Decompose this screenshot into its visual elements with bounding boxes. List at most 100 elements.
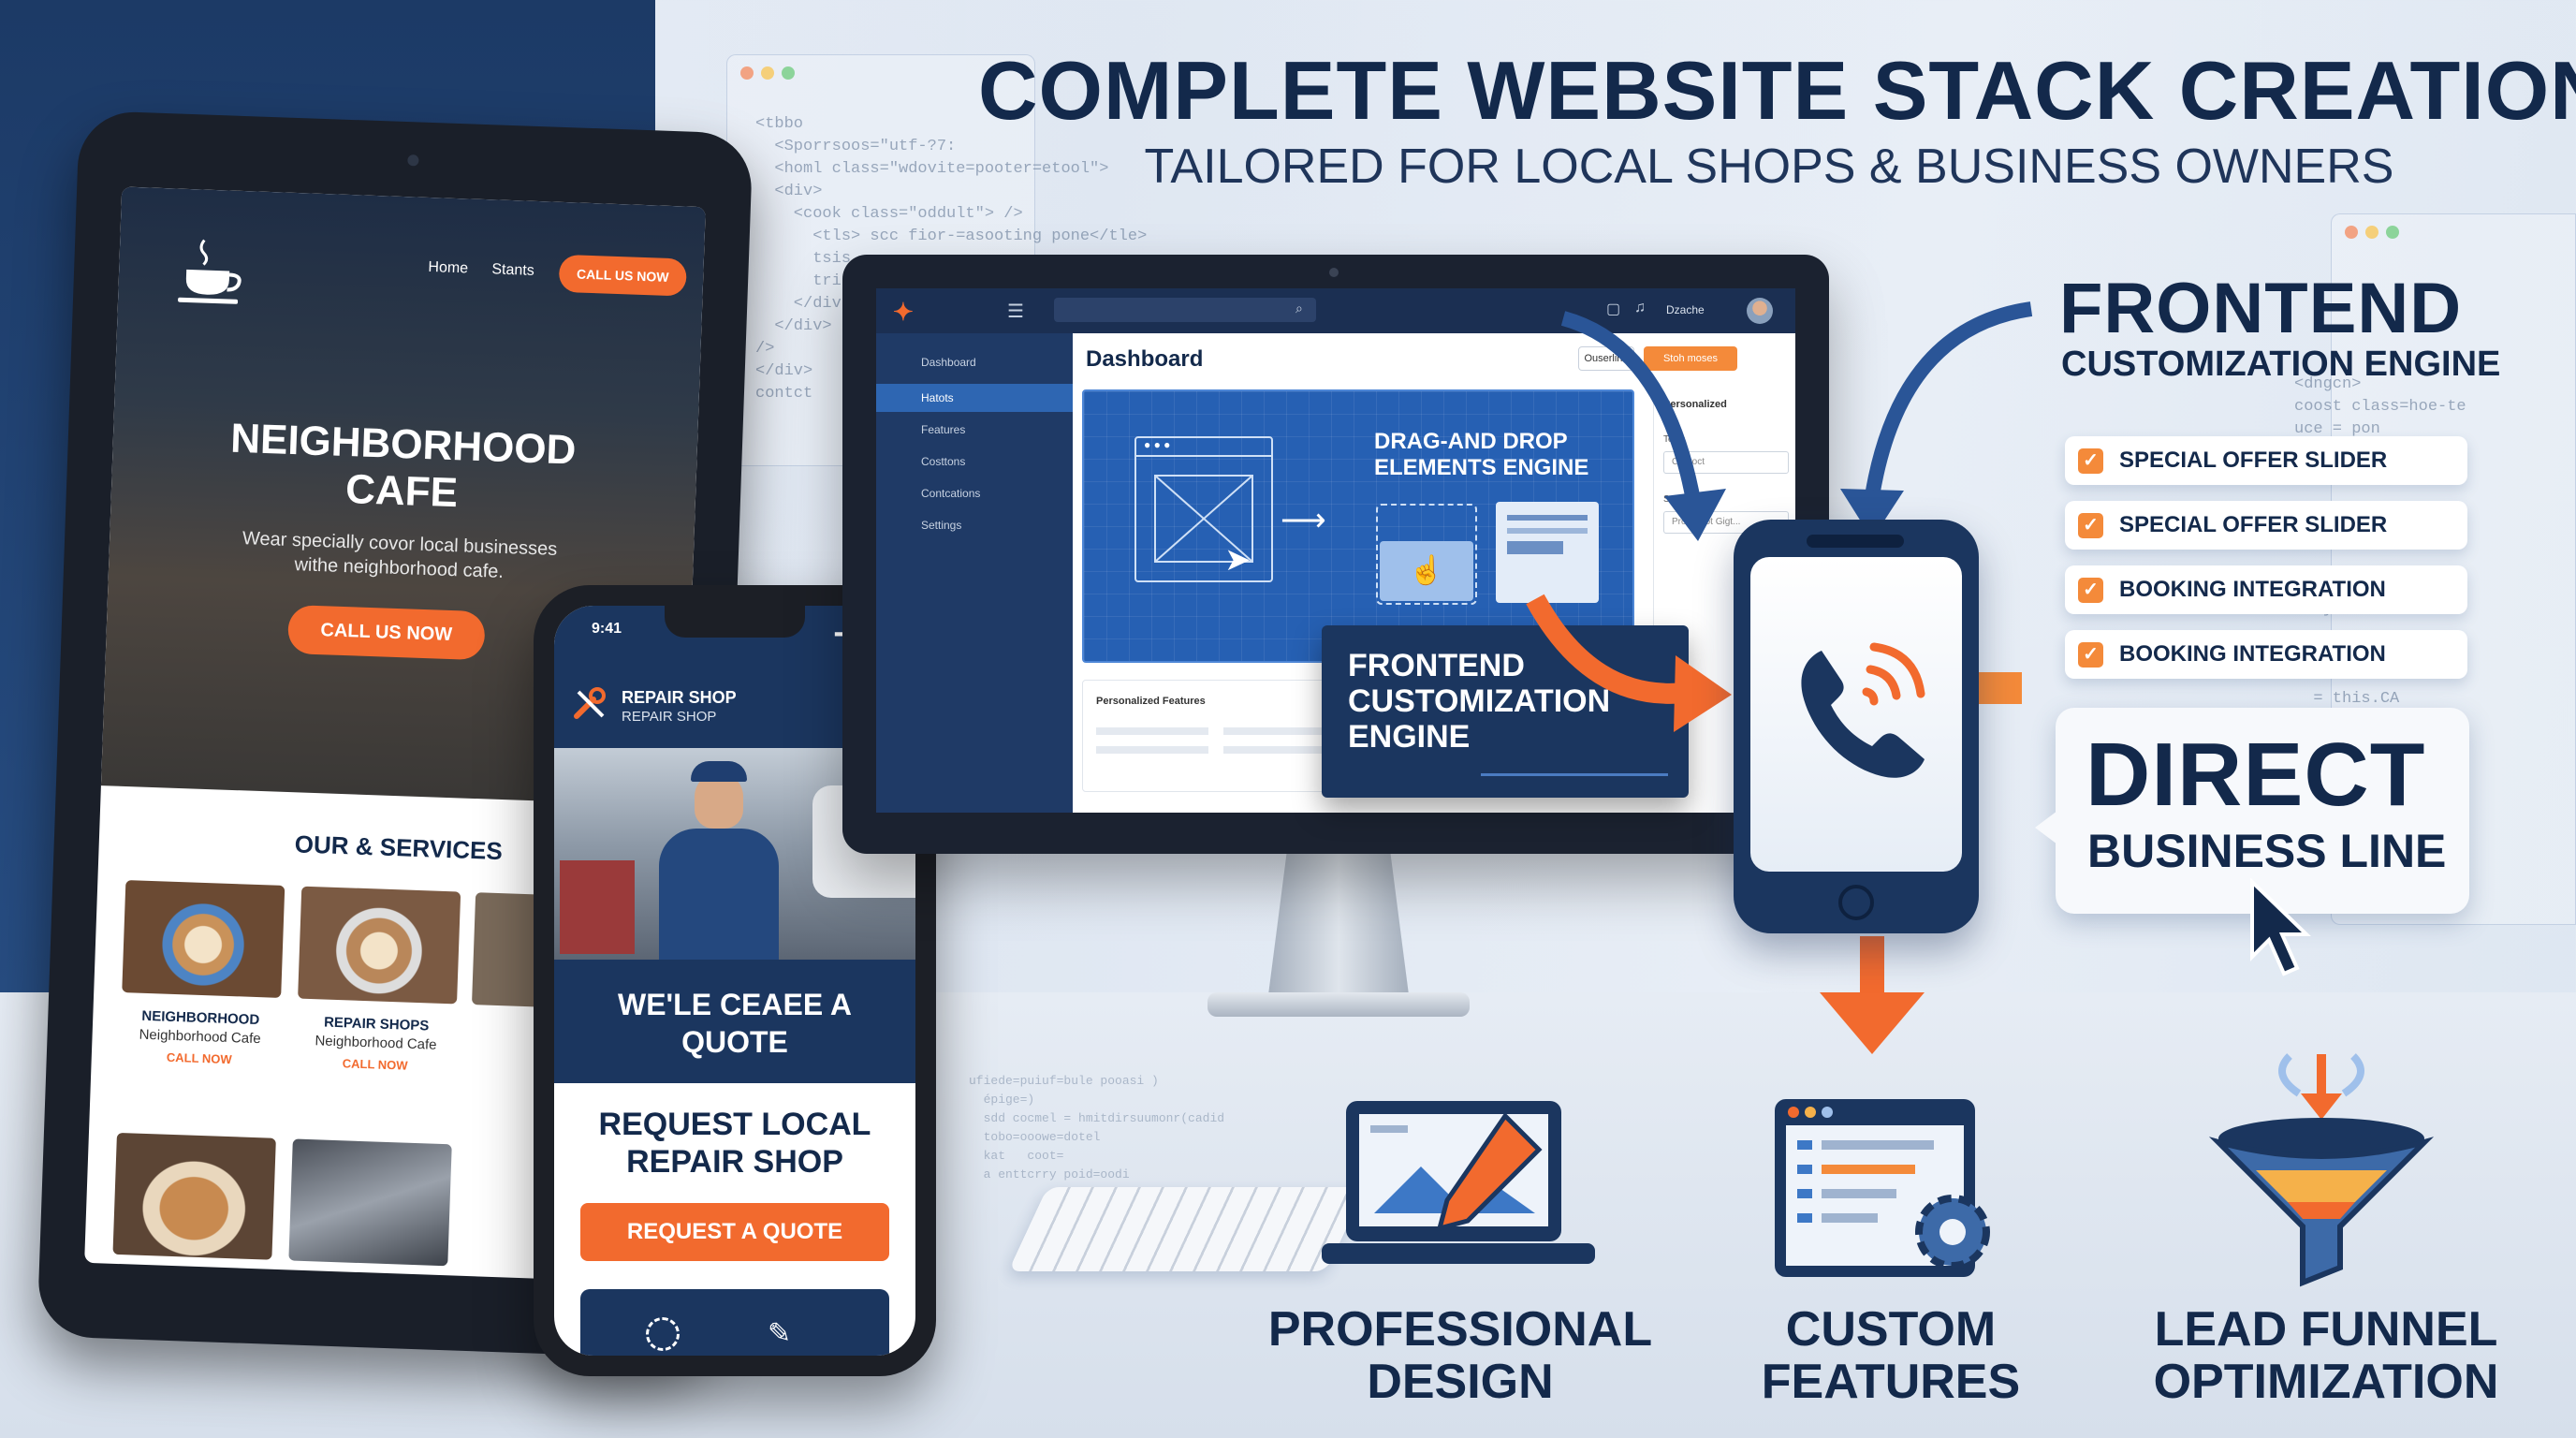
code-snippet-bottom: ufiede=puiuf=bule pooasi ) épige=) sdd c… [969,1074,1225,1181]
features-card-title: Personalized Features [1096,696,1206,707]
request-title-line: REPAIR SHOP [626,1144,843,1180]
feature-check-label: BOOKING INTEGRATION [2119,577,2386,602]
overlay-title-line: CUSTOMIZATION [1348,683,1611,719]
hero-description: Wear specially covor local businesses wi… [165,523,635,588]
tablet-screen: Home Stants CALL US NOW NEIGHBORHOOD CAF… [84,186,706,1284]
request-quote-button[interactable]: REQUEST A QUOTE [580,1203,889,1261]
frontend-overlay-card: FRONTEND CUSTOMIZATION ENGINE [1322,625,1689,798]
feature-label-design: PROFESSIONAL DESIGN [1254,1303,1666,1408]
features-card: Personalized Features [1082,680,1354,792]
bell-icon[interactable]: ♫ [1634,300,1646,315]
page-subtitle: TAILORED FOR LOCAL SHOPS & BUSINESS OWNE… [1144,139,2394,194]
sidebar-item-hatots[interactable]: Hatots [876,384,1073,412]
browser-gear-icon [1775,1099,1990,1277]
frontend-title: FRONTEND [2059,269,2463,348]
frontend-subtitle: CUSTOMIZATION ENGINE [2061,345,2501,384]
menu-icon[interactable]: ☰ [1007,301,1024,322]
wireframe-window: ● ● ● [1134,436,1273,582]
logo-icon: ✦ [893,298,914,326]
avatar[interactable] [1747,298,1773,324]
dashboard-topbar: ✦ ☰ ⌕ ▢ ♫ Dzache [876,288,1795,333]
tools-icon [574,687,606,719]
phone-call-icon [1801,642,1925,778]
primary-button[interactable]: Stoh moses [1644,346,1737,371]
search-icon[interactable]: ⌕ [1295,301,1303,315]
card-subtitle: Neighborhood Cafe [315,1033,437,1053]
pastry-photo [112,1132,276,1260]
drop-target[interactable] [1376,504,1477,605]
feature-check-item[interactable]: ✓SPECIAL OFFER SLIDER [2065,436,2467,485]
feature-check-item[interactable]: ✓ SPECIAL OFFER SLIDER [2065,501,2467,550]
phone-notch [665,606,805,638]
checkbox-checked-icon[interactable]: ✓ [2078,448,2103,474]
chat-icon[interactable]: ▢ [1606,301,1621,317]
hero-call-button[interactable]: CALL US NOW [286,604,486,661]
arrow-icon: ⟶ [1281,503,1326,538]
sidebar-item-contcations[interactable]: Contcations [921,487,981,500]
feature-label-line: CUSTOM [1785,1302,1997,1357]
feature-label-line: FEATURES [1761,1355,2021,1409]
quote-banner-line: WE'LE CEAEE A [618,988,852,1021]
hand-pointer-icon: ☝ [1380,541,1473,601]
brand-tagline: REPAIR SHOP [622,709,717,725]
feature-check-item[interactable]: ✓ BOOKING INTEGRATION [2065,630,2467,679]
feature-label-lead: LEAD FUNNEL OPTIMIZATION [2115,1303,2537,1408]
card-call-link[interactable]: CALL NOW [342,1056,408,1073]
dashboard-search-input[interactable] [1054,298,1316,322]
status-time: 9:41 [592,621,622,637]
direct-title: DIRECT [2086,725,2426,825]
element-block[interactable] [1496,502,1599,603]
laptop-pencil-icon [1322,1101,1595,1264]
dnd-title-line: ELEMENTS ENGINE [1374,455,1589,480]
card-call-link[interactable]: CALL NOW [166,1049,232,1067]
espresso-machine-photo [288,1138,452,1267]
page-title: COMPLETE WEBSITE STACK CREATION [978,44,2576,137]
sidebar-item-settings[interactable]: Settings [921,519,962,532]
dashboard-sidebar: Dashboard Hatots Features Costtons Contc… [876,333,1073,813]
hero-title: NEIGHBORHOOD CAFE [167,413,637,522]
feature-check-item[interactable]: ✓ BOOKING INTEGRATION [2065,565,2467,614]
monitor-stand [1267,843,1410,1000]
request-title: REQUEST LOCAL REPAIR SHOP [554,1106,915,1181]
quote-banner: WE'LE CEAEE A QUOTE [554,960,915,1083]
business-line-phone [1734,520,1979,933]
cursor-icon: ➤ [1224,542,1251,578]
mouse-pointer-icon [2250,878,2311,976]
dnd-title: DRAG-AND DROP ELEMENTS ENGINE [1374,429,1588,481]
sidebar-item-features[interactable]: Features [921,423,966,436]
dnd-title-line: DRAG-AND DROP [1374,429,1568,454]
card-subtitle: Neighborhood Cafe [139,1026,261,1048]
service-card[interactable]: REPAIR SHOPS Neighborhood Cafe CALL NOW [295,886,461,1089]
wrench-icon: ✎ [768,1318,792,1349]
direct-line-bubble: DIRECT BUSINESS LINE [2035,708,2469,914]
direct-subtitle: BUSINESS LINE [2087,825,2447,877]
service-card[interactable]: NEIGHBORHOOD Neighborhood Cafe CALL NOW [119,880,285,1082]
latte-photo [298,886,461,1005]
overlay-title-line: ENGINE [1348,719,1471,755]
coffee-cup-icon [178,239,242,304]
dashboard-title: Dashboard [1086,346,1204,372]
phone-footer-panel: ✎ [580,1289,889,1356]
sidebar-item-dashboard[interactable]: Dashboard [921,356,976,369]
user-name[interactable]: Dzache [1666,303,1705,316]
feature-label-line: DESIGN [1367,1355,1554,1409]
services-title: OUR & SERVICES [294,829,504,866]
checkbox-checked-icon[interactable]: ✓ [2078,513,2103,538]
card-title: REPAIR SHOPS [323,1014,430,1034]
latte-photo [122,880,285,998]
checkbox-checked-icon[interactable]: ✓ [2078,578,2103,603]
feature-label-line: PROFESSIONAL [1267,1302,1653,1357]
nav-home-link[interactable]: Home [428,258,469,277]
feature-label-line: OPTIMIZATION [2153,1355,2499,1409]
tablet-device: Home Stants CALL US NOW NEIGHBORHOOD CAF… [37,110,754,1360]
nav-call-button[interactable]: CALL US NOW [558,254,687,297]
overlay-title-line: FRONTEND [1348,648,1525,683]
sidebar-item-costtons[interactable]: Costtons [921,455,966,468]
monitor-base [1208,992,1470,1017]
checkbox-checked-icon[interactable]: ✓ [2078,642,2103,668]
feature-check-label: SPECIAL OFFER SLIDER [2119,512,2388,537]
funnel-icon [2208,1053,2435,1287]
feature-check-label: BOOKING INTEGRATION [2119,641,2386,667]
nav-stants-link[interactable]: Stants [491,261,535,279]
panel-title: Personalized [1663,399,1727,410]
